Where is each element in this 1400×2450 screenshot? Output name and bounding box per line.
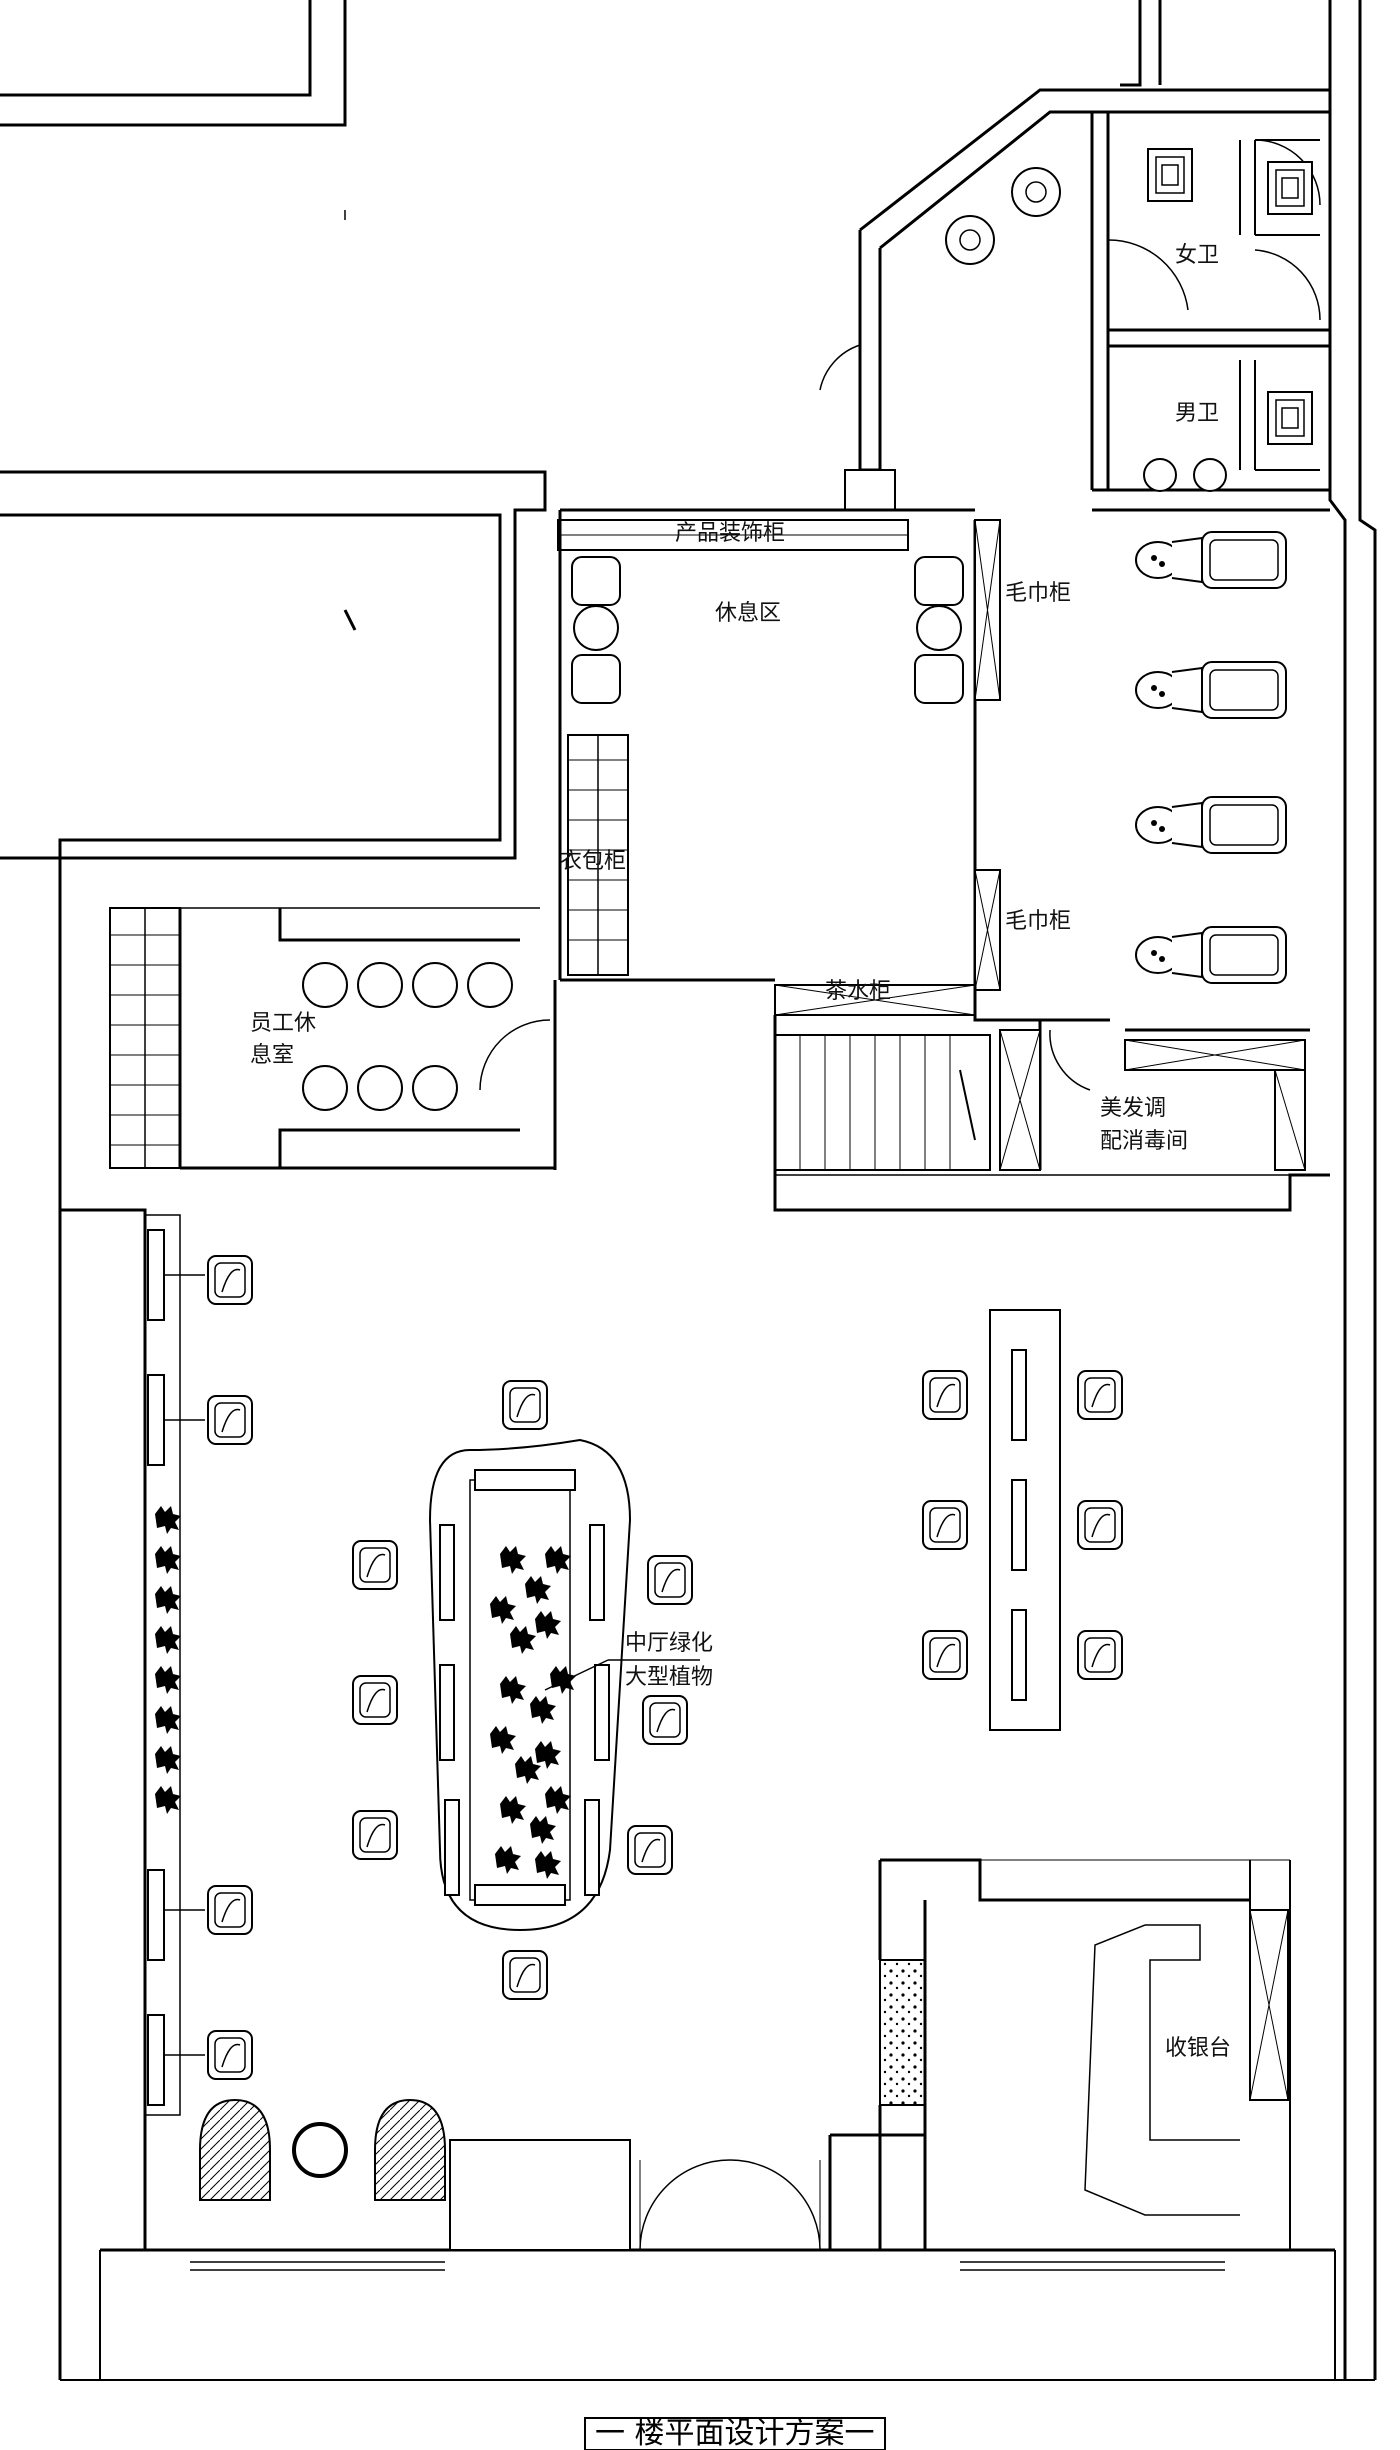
lounge-area-block: [557, 508, 1330, 1212]
label-central-plants-line1: 中厅绿化: [625, 1631, 713, 1656]
wash-stations: [1135, 531, 1287, 984]
plan-title: 一 楼平面设计方案一: [595, 2416, 875, 2450]
label-mens-restroom: 男卫: [1175, 401, 1219, 426]
label-hair-mixing-line1: 美发调: [1100, 1096, 1166, 1121]
label-staff-lounge-line1: 员工休: [250, 1011, 316, 1036]
entrance: [199, 2098, 821, 2251]
label-towel-cabinet-2: 毛巾柜: [1005, 909, 1071, 934]
staff-lounge-block: [109, 907, 557, 1170]
label-central-plants-line2: 大型植物: [625, 1665, 713, 1690]
right-styling-island: [922, 1309, 1123, 1731]
label-womens-restroom: 女卫: [1175, 243, 1219, 268]
label-cashier-counter: 收银台: [1165, 2036, 1231, 2061]
left-styling-stations: [147, 1229, 253, 2106]
label-product-display-cabinet: 产品装饰柜: [675, 521, 785, 546]
label-lounge-area: 休息区: [715, 601, 781, 626]
label-hair-mixing-line2: 配消毒间: [1100, 1129, 1188, 1154]
plan-title-box: [584, 2417, 886, 2450]
mixing-room: [999, 1018, 1310, 1171]
cashier-block: [828, 1858, 1291, 2250]
label-coat-bag-cabinet: 衣包柜: [560, 849, 626, 874]
restroom-block: [819, 88, 1330, 512]
label-tea-cabinet: 茶水柜: [825, 979, 891, 1004]
label-staff-lounge-line2: 息室: [250, 1043, 294, 1068]
label-towel-cabinet-1: 毛巾柜: [1005, 581, 1071, 606]
central-island: [352, 1380, 700, 2000]
exterior-walls: [0, 0, 1377, 2381]
